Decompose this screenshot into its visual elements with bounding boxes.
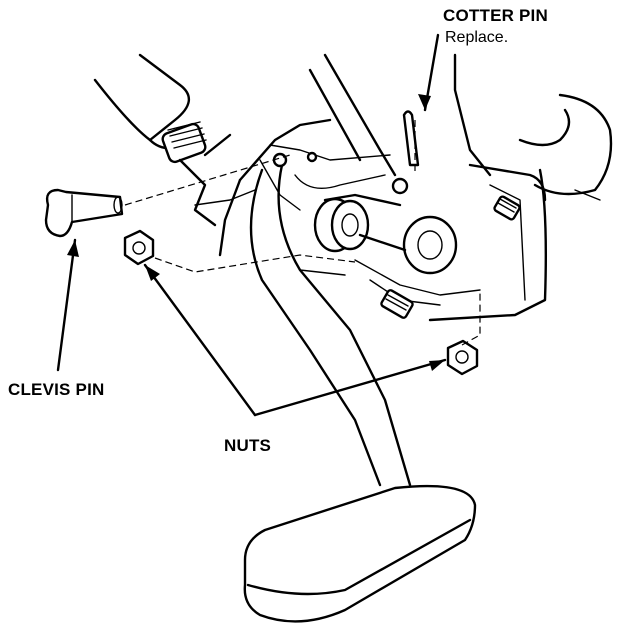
pedal-switch xyxy=(493,195,521,221)
nut-left xyxy=(123,229,155,266)
bracket-nut xyxy=(272,151,409,195)
clevis-pin-label: CLEVIS PIN xyxy=(8,380,105,399)
cotter-pin-label: COTTER PIN xyxy=(443,6,548,25)
nuts-label: NUTS xyxy=(224,436,272,455)
pedal-arm xyxy=(249,163,412,487)
cotter-pin xyxy=(402,110,420,167)
cotter-pin-note: Replace. xyxy=(445,29,509,46)
clevis-pin xyxy=(44,188,124,238)
alignment-lines xyxy=(124,120,481,346)
clutch-master-cylinder xyxy=(518,93,613,201)
clevis-assembly xyxy=(313,193,481,306)
master-cylinder xyxy=(93,53,256,227)
lower-switch xyxy=(380,289,414,319)
pedal-bracket xyxy=(218,53,548,322)
nut-right xyxy=(446,339,479,376)
pedal-pad xyxy=(243,484,477,623)
leader-lines xyxy=(56,33,447,417)
